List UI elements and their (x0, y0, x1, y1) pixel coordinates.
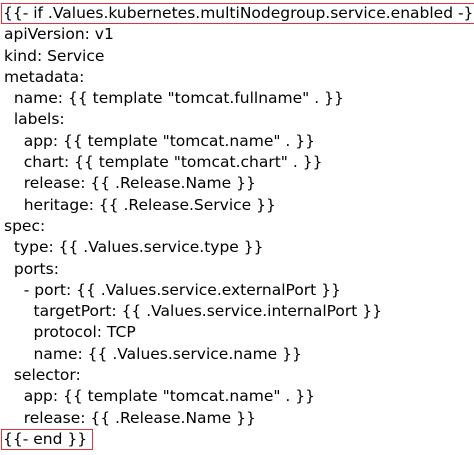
highlighted-if-statement: {{- if .Values.kubernetes.multiNodegroup… (1, 3, 474, 24)
code-line-3: kind: Service (4, 46, 105, 65)
code-line-2: apiVersion: v1 (4, 25, 114, 44)
highlighted-end-statement: {{- end }} (1, 428, 94, 450)
code-line-13: ports: (4, 259, 59, 278)
code-block: {{- if .Values.kubernetes.multiNodegroup… (1, 3, 474, 450)
code-line-21: {{- end }} (1, 428, 474, 450)
code-line-10: heritage: {{ .Release.Service }} (4, 195, 276, 214)
code-line-1: {{- if .Values.kubernetes.multiNodegroup… (1, 3, 474, 24)
code-line-16: protocol: TCP (4, 323, 136, 342)
code-line-15: targetPort: {{ .Values.service.internalP… (4, 302, 383, 321)
code-line-11: spec: (4, 216, 46, 235)
code-line-12: type: {{ .Values.service.type }} (4, 238, 264, 257)
code-line-8: chart: {{ template "tomcat.chart" . }} (4, 153, 323, 172)
code-line-9: release: {{ .Release.Name }} (4, 174, 256, 193)
code-line-4: metadata: (4, 67, 85, 86)
code-line-5: name: {{ template "tomcat.fullname" . }} (4, 89, 344, 108)
code-line-7: app: {{ template "tomcat.name" . }} (4, 131, 315, 150)
code-line-6: labels: (4, 110, 65, 129)
code-line-20: release: {{ .Release.Name }} (4, 408, 256, 427)
code-line-14: - port: {{ .Values.service.externalPort … (4, 280, 341, 299)
code-line-17: name: {{ .Values.service.name }} (4, 344, 302, 363)
code-line-18: selector: (4, 366, 81, 385)
code-line-19: app: {{ template "tomcat.name" . }} (4, 387, 315, 406)
